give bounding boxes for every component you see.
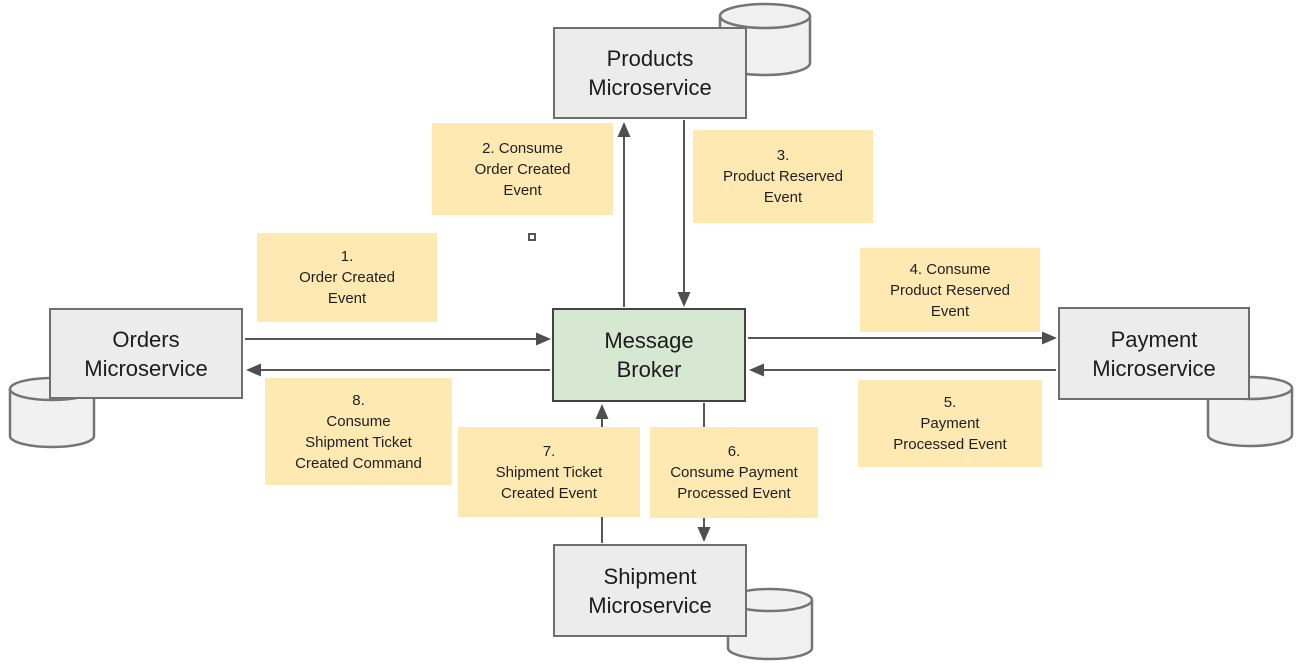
event-label-1-order-created: 1. Order Created Event [257,233,437,322]
event-label-3-product-reserved: 3. Product Reserved Event [693,130,873,223]
selection-handle-square [528,233,536,241]
event-label-2-consume-order-created: 2. Consume Order Created Event [432,123,613,215]
event-label-5-payment-processed: 5. Payment Processed Event [858,380,1042,467]
payment-microservice-node: Payment Microservice [1058,307,1250,400]
shipment-microservice-node: Shipment Microservice [553,544,747,637]
event-label-4-consume-product-reserved: 4. Consume Product Reserved Event [860,248,1040,332]
event-label-8-consume-shipment-ticket: 8. Consume Shipment Ticket Created Comma… [265,378,452,485]
shipment-database-icon [726,587,814,663]
orders-microservice-node: Orders Microservice [49,308,243,399]
message-broker-node: Message Broker [552,308,746,402]
event-label-7-shipment-ticket-created: 7. Shipment Ticket Created Event [458,427,640,517]
event-label-6-consume-payment-processed: 6. Consume Payment Processed Event [650,427,818,518]
products-microservice-node: Products Microservice [553,27,747,119]
